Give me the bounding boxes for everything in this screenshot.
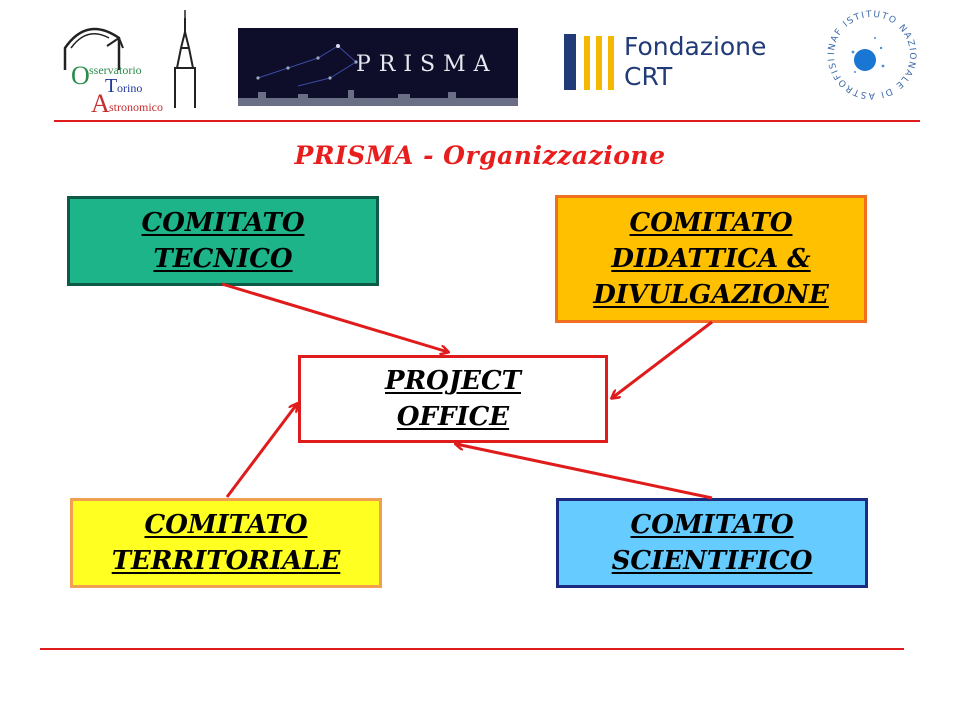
prisma-logo: PRISMA xyxy=(238,28,518,106)
crt-logo-line2: CRT xyxy=(624,62,673,91)
arrow-tecnico-to-project xyxy=(221,282,448,352)
box-line: DIVULGAZIONE xyxy=(593,280,829,310)
crt-bars-icon xyxy=(564,34,614,90)
comitato-scientifico-box: COMITATO SCIENTIFICO xyxy=(556,498,868,588)
project-office-box: PROJECT OFFICE xyxy=(298,355,608,443)
arrow-territoriale-to-project xyxy=(225,404,297,498)
svg-text:A: A xyxy=(91,89,110,116)
observatory-dome-icon: O sservatorio T orino A stronomico xyxy=(63,10,196,118)
svg-text:O: O xyxy=(71,61,90,90)
box-line: TECNICO xyxy=(153,244,293,274)
box-line: COMITATO xyxy=(629,208,793,238)
box-line: COMITATO xyxy=(630,510,794,540)
prisma-logo-text: PRISMA xyxy=(356,52,498,77)
inaf-logo: INAF ISTITUTO NAZIONALE DI ASTROFISICA xyxy=(821,1,919,102)
box-line: SCIENTIFICO xyxy=(611,546,813,576)
svg-text:sservatorio: sservatorio xyxy=(89,63,142,77)
constellation-icon xyxy=(238,44,518,106)
comitato-didattica-box: COMITATO DIDATTICA & DIVULGAZIONE xyxy=(555,195,867,323)
oato-logo: O sservatorio T orino A stronomico xyxy=(57,8,199,118)
bottom-divider xyxy=(40,648,904,650)
arrow-didattica-to-project xyxy=(612,320,713,398)
comitato-territoriale-box: COMITATO TERRITORIALE xyxy=(70,498,382,588)
svg-text:orino: orino xyxy=(117,81,142,95)
top-divider xyxy=(54,120,920,122)
box-line: DIDATTICA & xyxy=(611,244,811,274)
arrow-scientifico-to-project xyxy=(456,444,713,500)
inaf-seal-icon: INAF ISTITUTO NAZIONALE DI ASTROFISICA xyxy=(821,1,916,100)
fondazione-crt-logo: Fondazione CRT xyxy=(562,30,792,98)
box-line: TERRITORIALE xyxy=(111,546,341,576)
comitato-tecnico-box: COMITATO TECNICO xyxy=(67,196,379,286)
box-line: OFFICE xyxy=(396,402,510,432)
svg-text:T: T xyxy=(105,75,117,97)
page-title: PRISMA - Organizzazione xyxy=(294,141,666,170)
box-line: COMITATO xyxy=(141,208,305,238)
svg-text:stronomico: stronomico xyxy=(109,100,163,114)
box-line: COMITATO xyxy=(144,510,308,540)
box-line: PROJECT xyxy=(385,366,521,396)
crt-logo-line1: Fondazione xyxy=(624,32,767,61)
